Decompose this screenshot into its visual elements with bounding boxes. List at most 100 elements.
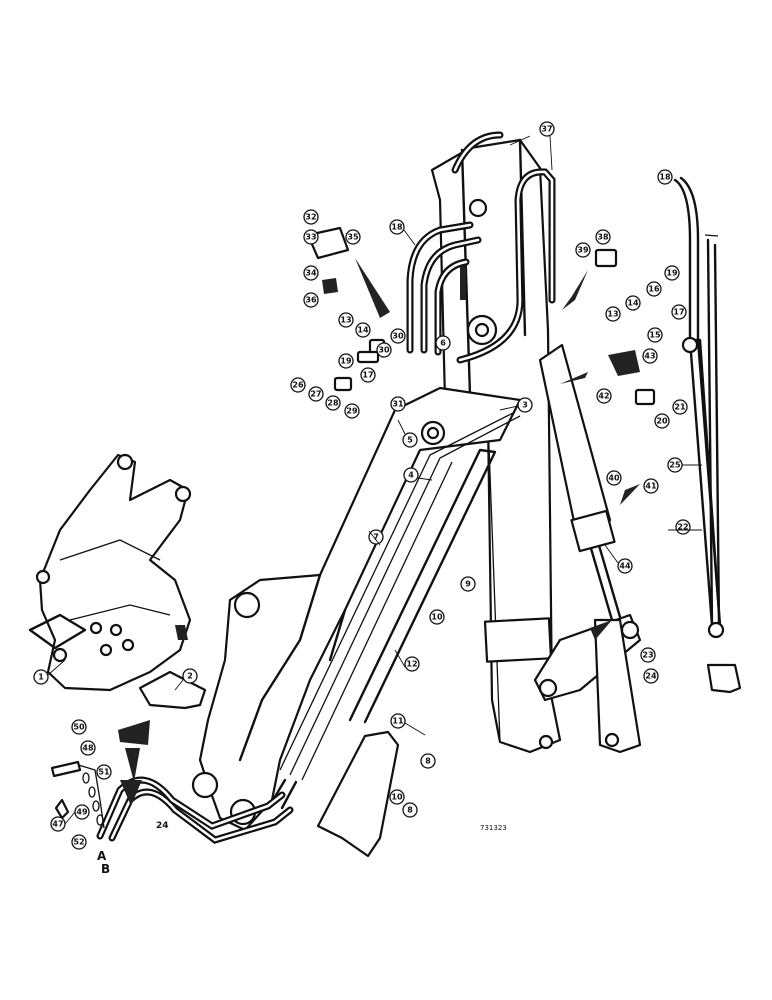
svg-text:42: 42 (598, 392, 609, 401)
svg-text:22: 22 (677, 523, 688, 532)
callout-1: 1 (33, 669, 49, 685)
callout-11: 11 (390, 713, 406, 729)
callout-41: 41 (643, 478, 659, 494)
callout-38: 38 (595, 229, 611, 245)
callout-31: 31 (390, 396, 406, 412)
svg-text:2: 2 (187, 672, 193, 681)
chain-assembly (50, 760, 105, 829)
svg-text:16: 16 (648, 285, 660, 294)
callout-15: 15 (647, 327, 663, 343)
svg-text:27: 27 (310, 390, 321, 399)
callout-23: 23 (640, 647, 656, 663)
callout-13a: 13 (338, 312, 354, 328)
callout-36: 36 (303, 292, 319, 308)
callout-52: 52 (71, 834, 87, 850)
callout-14b: 14 (625, 295, 641, 311)
svg-text:7: 7 (373, 533, 379, 542)
svg-text:18: 18 (659, 173, 671, 182)
bucket-linkage-casting (28, 453, 192, 692)
svg-text:43: 43 (644, 352, 655, 361)
svg-text:19: 19 (340, 357, 352, 366)
svg-text:15: 15 (649, 331, 661, 340)
tag-a: A (97, 849, 107, 863)
boom-cylinder (533, 343, 642, 754)
svg-text:30: 30 (392, 332, 404, 341)
svg-text:13: 13 (607, 310, 618, 319)
callout-49: 49 (74, 804, 90, 820)
svg-text:8: 8 (425, 757, 431, 766)
callout-19a: 19 (338, 353, 354, 369)
callout-51: 51 (96, 764, 112, 780)
svg-text:3: 3 (522, 401, 528, 410)
svg-text:10: 10 (391, 793, 403, 802)
callout-4: 4 (403, 467, 419, 483)
callout-13b: 13 (605, 306, 621, 322)
dipper-tubes (268, 411, 521, 810)
callout-8b: 8 (402, 802, 418, 818)
callout-6: 6 (435, 335, 451, 351)
callout-29: 29 (344, 403, 360, 419)
svg-text:14: 14 (357, 326, 369, 335)
callout-24: 24 (643, 668, 659, 684)
svg-text:4: 4 (408, 471, 414, 480)
boom-hoses (406, 131, 556, 364)
svg-text:17: 17 (673, 308, 684, 317)
callout-33: 33 (303, 229, 319, 245)
svg-text:5: 5 (407, 436, 413, 445)
svg-text:11: 11 (392, 717, 404, 726)
leader-lines (47, 135, 702, 825)
right-hoses (673, 176, 742, 694)
callout-28: 28 (325, 395, 341, 411)
callout-3: 3 (517, 397, 533, 413)
svg-text:25: 25 (669, 461, 681, 470)
callout-17b: 17 (671, 304, 687, 320)
svg-text:17: 17 (362, 371, 373, 380)
callout-14a: 14 (355, 322, 371, 338)
svg-text:47: 47 (52, 820, 63, 829)
callout-26: 26 (290, 377, 306, 393)
svg-text:20: 20 (656, 417, 668, 426)
tube-shield (316, 730, 400, 858)
svg-text:24: 24 (645, 672, 657, 681)
callout-40: 40 (606, 470, 622, 486)
svg-text:31: 31 (392, 400, 404, 409)
pad (138, 670, 207, 710)
callout-47: 47 (50, 816, 66, 832)
callout-27: 27 (308, 386, 324, 402)
svg-text:14: 14 (627, 299, 639, 308)
svg-text:10: 10 (431, 613, 443, 622)
svg-text:49: 49 (76, 808, 88, 817)
callout-22: 22 (675, 519, 691, 535)
callout-34: 34 (303, 265, 319, 281)
svg-text:51: 51 (98, 768, 110, 777)
hose-tag: 24 (156, 821, 169, 831)
callout-12: 12 (404, 656, 420, 672)
callout-10a: 10 (429, 609, 445, 625)
svg-text:38: 38 (597, 233, 609, 242)
svg-text:44: 44 (619, 562, 631, 571)
callout-18b: 18 (657, 169, 673, 185)
seal-brush (118, 720, 150, 782)
svg-text:1: 1 (38, 673, 44, 682)
svg-text:41: 41 (645, 482, 657, 491)
svg-text:39: 39 (577, 246, 589, 255)
svg-text:32: 32 (305, 213, 316, 222)
callout-32: 32 (303, 209, 319, 225)
svg-text:52: 52 (73, 838, 84, 847)
callout-48: 48 (80, 740, 96, 756)
svg-text:21: 21 (674, 403, 686, 412)
reference-number: 731323 (480, 824, 507, 832)
svg-text:8: 8 (407, 806, 413, 815)
tag-b: B (101, 862, 110, 876)
svg-text:18: 18 (391, 223, 403, 232)
callout-39: 39 (575, 242, 591, 258)
svg-text:40: 40 (608, 474, 620, 483)
svg-text:36: 36 (305, 296, 317, 305)
callout-17a: 17 (360, 367, 376, 383)
callout-25: 25 (667, 457, 683, 473)
callout-30a: 30 (376, 342, 392, 358)
svg-text:35: 35 (347, 233, 359, 242)
svg-text:28: 28 (327, 399, 339, 408)
callout-50: 50 (71, 719, 87, 735)
callout-5: 5 (402, 432, 418, 448)
